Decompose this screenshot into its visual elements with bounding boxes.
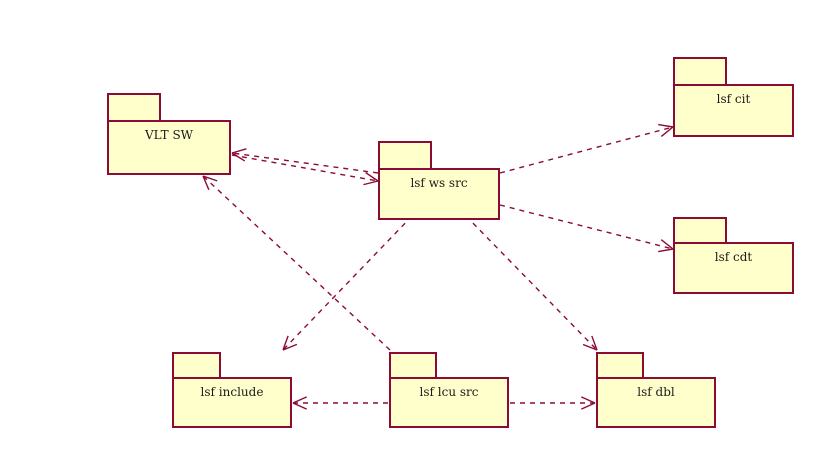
dependency-arrow — [510, 396, 596, 410]
package-lsf-dbl[interactable]: lsf dbl — [596, 352, 716, 428]
dependency-arrow — [499, 123, 674, 174]
package-vlt-sw[interactable]: VLT SW — [107, 93, 231, 175]
package-label: lsf dbl — [637, 385, 675, 399]
package-label: lsf include — [200, 385, 264, 399]
package-tab — [389, 352, 437, 379]
package-label: lsf ws src — [410, 176, 468, 190]
package-lsf-include[interactable]: lsf include — [172, 352, 292, 428]
package-body: VLT SW — [107, 120, 231, 175]
dependency-arrow — [499, 204, 674, 253]
package-label: lsf cit — [716, 92, 751, 106]
package-tab — [673, 217, 727, 244]
dependency-arrow — [231, 148, 379, 174]
dependency-arrow — [231, 154, 379, 186]
dependency-arrow — [202, 175, 391, 351]
package-body: lsf ws src — [378, 168, 500, 220]
package-tab — [673, 57, 727, 86]
package-label: lsf cdt — [714, 250, 753, 264]
package-tab — [107, 93, 161, 122]
package-lsf-cit[interactable]: lsf cit — [673, 57, 794, 137]
dependency-arrow — [282, 215, 413, 351]
package-body: lsf lcu src — [389, 377, 509, 428]
package-tab — [596, 352, 644, 379]
dependency-arrow — [292, 396, 388, 410]
package-lsf-lcu-src[interactable]: lsf lcu src — [389, 352, 509, 428]
package-lsf-ws-src[interactable]: lsf ws src — [378, 141, 500, 220]
dependency-arrow — [465, 215, 598, 351]
package-lsf-cdt[interactable]: lsf cdt — [673, 217, 794, 294]
package-tab — [378, 141, 432, 170]
package-body: lsf dbl — [596, 377, 716, 428]
package-body: lsf cit — [673, 84, 794, 137]
package-tab — [172, 352, 221, 379]
package-label: lsf lcu src — [419, 385, 479, 399]
package-body: lsf include — [172, 377, 292, 428]
package-label: VLT SW — [144, 128, 194, 142]
package-body: lsf cdt — [673, 242, 794, 294]
